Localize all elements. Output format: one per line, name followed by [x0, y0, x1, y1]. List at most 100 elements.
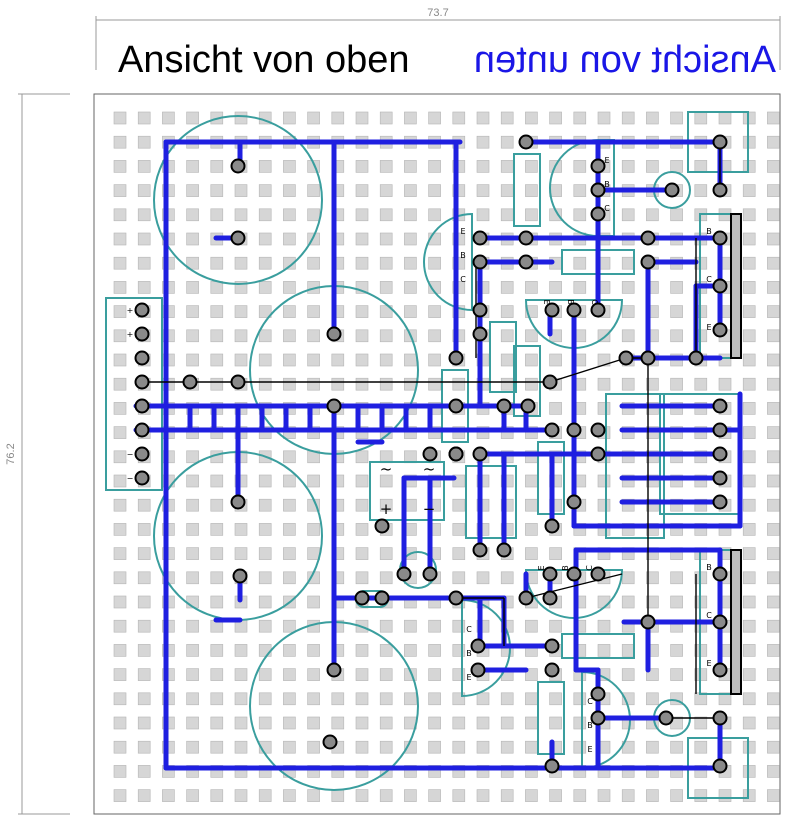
- pad: [210, 716, 224, 730]
- pad: [331, 111, 345, 125]
- solder-joint: [712, 278, 728, 294]
- pad: [283, 668, 296, 681]
- pad: [549, 692, 562, 706]
- pad: [670, 571, 683, 585]
- pad: [621, 329, 635, 343]
- optocoupler-outline: [605, 393, 665, 539]
- pad: [234, 740, 248, 754]
- pad: [283, 619, 296, 633]
- pad: [573, 111, 587, 125]
- pad: [210, 160, 224, 173]
- pad: [742, 184, 756, 197]
- solder-joint: [566, 302, 582, 318]
- solder-joint: [544, 422, 560, 438]
- solder-joint: [566, 494, 582, 510]
- solder-joint: [354, 590, 370, 606]
- pad: [113, 402, 127, 415]
- pad: [476, 160, 490, 173]
- solder-joint: [712, 494, 728, 510]
- pad: [718, 692, 732, 706]
- solder-joint: [712, 758, 728, 774]
- solder-joint: [422, 566, 438, 582]
- pad: [767, 256, 780, 270]
- pad: [283, 232, 296, 246]
- pad: [428, 716, 441, 730]
- width-dimension-label: 73.7: [427, 7, 448, 19]
- pad: [621, 571, 635, 585]
- pad: [549, 619, 562, 633]
- pad: [137, 619, 151, 633]
- pad: [742, 402, 756, 415]
- pad: [379, 256, 393, 270]
- pad: [767, 571, 780, 585]
- pad: [767, 135, 780, 149]
- pad: [767, 595, 780, 609]
- pad: [428, 111, 441, 125]
- pad: [742, 329, 756, 343]
- solder-joint: [544, 638, 560, 654]
- pad: [452, 547, 466, 560]
- pad: [113, 135, 127, 149]
- pad: [525, 329, 538, 343]
- pad: [234, 353, 248, 367]
- pad: [646, 789, 659, 802]
- solder-joint: [640, 230, 656, 246]
- pad: [186, 523, 199, 536]
- pad: [258, 644, 272, 657]
- pad: [258, 305, 272, 318]
- solder-joint: [472, 446, 488, 462]
- solder-joint: [134, 422, 150, 438]
- pad: [307, 595, 320, 609]
- transistor-outline: [461, 598, 511, 698]
- pad: [670, 281, 683, 294]
- pad: [379, 160, 393, 173]
- pad: [258, 160, 272, 173]
- pad: [113, 619, 127, 633]
- pad: [283, 111, 296, 125]
- pad: [379, 474, 393, 488]
- pad: [210, 571, 224, 585]
- pad: [186, 353, 199, 367]
- pad: [670, 208, 683, 222]
- solder-joint: [544, 518, 560, 534]
- pad: [767, 668, 780, 681]
- pad: [500, 377, 514, 391]
- emitter-label: E: [706, 323, 711, 332]
- base-label: B: [566, 299, 575, 305]
- pad: [186, 281, 199, 294]
- pad: [670, 644, 683, 657]
- pad: [597, 474, 611, 488]
- pad: [258, 571, 272, 585]
- solder-joint: [518, 230, 534, 246]
- pad: [404, 692, 417, 706]
- pad: [283, 644, 296, 657]
- pad: [258, 523, 272, 536]
- pad: [500, 571, 514, 585]
- pad: [646, 111, 659, 125]
- pad: [452, 716, 466, 730]
- solder-joint: [472, 326, 488, 342]
- solder-joint: [326, 662, 342, 678]
- pad: [258, 498, 272, 512]
- pad: [597, 498, 611, 512]
- pad: [137, 160, 151, 173]
- pad: [234, 184, 248, 197]
- solder-joint: [544, 758, 560, 774]
- solder-joint: [590, 158, 606, 174]
- pad: [283, 450, 296, 464]
- pad: [476, 571, 490, 585]
- pad: [428, 740, 441, 754]
- pad: [258, 668, 272, 681]
- pad: [476, 208, 490, 222]
- pad: [597, 377, 611, 391]
- pad: [113, 740, 127, 754]
- pad: [210, 523, 224, 536]
- pad: [113, 450, 127, 464]
- pad: [331, 692, 345, 706]
- resistor-outline: [489, 321, 517, 393]
- pad: [210, 498, 224, 512]
- pad: [355, 256, 369, 270]
- pad: [621, 789, 635, 802]
- pad: [573, 256, 587, 270]
- pad: [742, 135, 756, 149]
